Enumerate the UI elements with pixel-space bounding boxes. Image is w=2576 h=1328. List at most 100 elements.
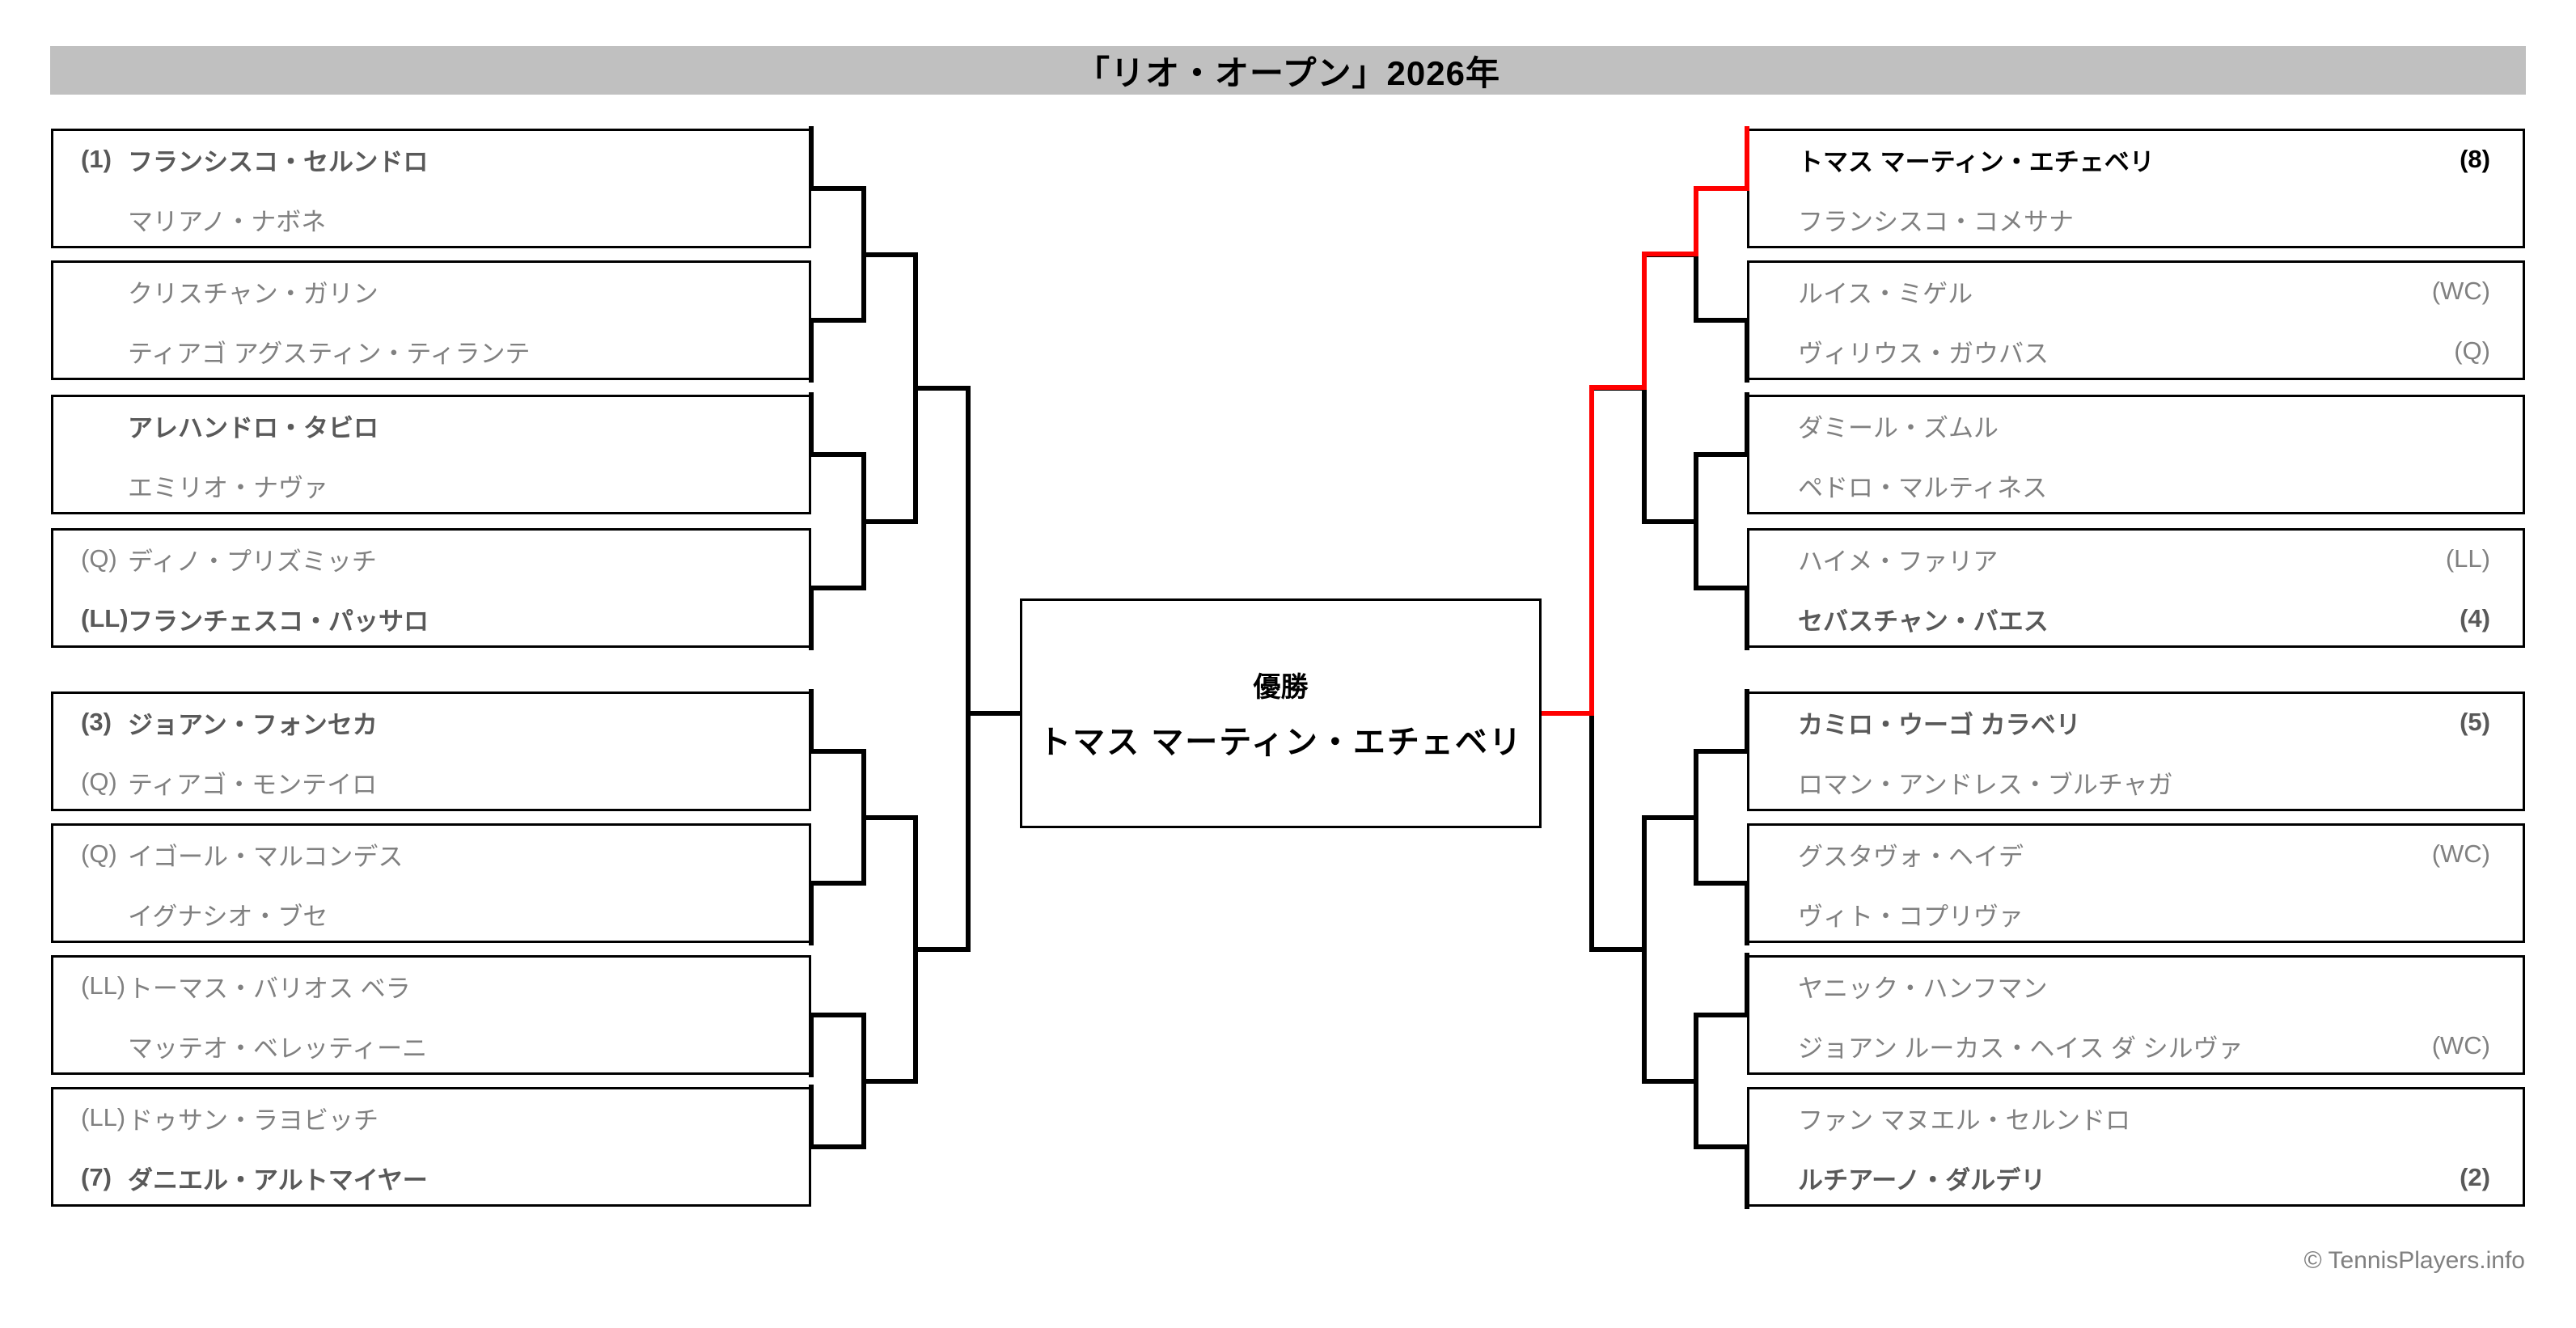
match-box: アレハンドロ・タビロエミリオ・ナヴァ xyxy=(51,395,811,514)
player-row: グスタヴォ・ヘイデ (WC) xyxy=(1749,835,2523,873)
player-name: ディノ・プリズミッチ xyxy=(128,547,377,576)
player-row: マッテオ・ベレッティーニ xyxy=(53,1027,809,1064)
seed-suffix: (LL) xyxy=(2445,544,2490,573)
player-row: ティアゴ アグスティン・ティランテ xyxy=(53,332,809,370)
player-row: マリアノ・ナボネ xyxy=(53,201,809,238)
player-name: ペドロ・マルティネス xyxy=(1798,473,2048,502)
match-box: (Q)イゴール・マルコンデスイグナシオ・ブセ xyxy=(51,823,811,943)
player-name: ヴィリウス・ガウバス xyxy=(1798,339,2049,368)
copyright-footer: © TennisPlayers.info xyxy=(2303,1247,2525,1274)
player-name: ジョアン・フォンセカ xyxy=(128,710,378,739)
bracket-line xyxy=(809,186,866,191)
champion-box: 優勝 トマス マーティン・エチェベリ xyxy=(1020,598,1542,828)
bracket-line xyxy=(1694,452,1749,457)
player-name: フランシスコ・コメサナ xyxy=(1798,207,2074,236)
player-row: (3) ジョアン・フォンセカ xyxy=(53,704,809,741)
player-row: ロマン・アンドレス・ブルチャガ xyxy=(1749,763,2523,801)
seed-suffix: (5) xyxy=(2460,708,2490,736)
match-box: トマス マーティン・エチェベリ(8) フランシスコ・コメサナ xyxy=(1747,129,2525,248)
bracket-line xyxy=(809,689,814,754)
match-box: ハイメ・ファリア (LL) セバスチャン・バエス(4) xyxy=(1747,528,2525,648)
bracket-line xyxy=(913,947,971,952)
bracket-line xyxy=(1745,689,1749,754)
player-row: トマス マーティン・エチェベリ(8) xyxy=(1749,141,2523,178)
player-row: (Q)ディノ・プリズミッチ xyxy=(53,540,809,577)
player-row: (1)フランシスコ・セルンドロ xyxy=(53,141,809,178)
winner-path-line xyxy=(1642,252,1698,256)
bracket-line xyxy=(809,392,814,457)
tournament-title-bar: 「リオ・オープン」2026年 xyxy=(50,46,2526,95)
bracket-line xyxy=(1589,947,1647,952)
seed-prefix: (LL) xyxy=(81,971,126,1000)
bracket-line xyxy=(966,711,1022,716)
match-box: ダミール・ズムルペドロ・マルティネス xyxy=(1747,395,2525,514)
player-name: フランチェスコ・パッサロ xyxy=(128,607,429,636)
winner-path-line xyxy=(1694,186,1698,256)
bracket-line xyxy=(809,1013,814,1077)
player-name: ロマン・アンドレス・ブルチャガ xyxy=(1798,770,2173,799)
player-row: ヴィト・コプリヴァ xyxy=(1749,895,2523,933)
bracket-line xyxy=(809,452,866,457)
player-name: ティアゴ アグスティン・ティランテ xyxy=(128,339,531,368)
player-row: アレハンドロ・タビロ xyxy=(53,407,809,444)
player-name: イグナシオ・ブセ xyxy=(128,902,328,931)
player-name: ルチアーノ・ダルデリ xyxy=(1798,1165,2046,1195)
seed-suffix: (WC) xyxy=(2431,1031,2490,1059)
bracket-line xyxy=(809,1144,866,1149)
seed-prefix: (3) xyxy=(81,708,112,736)
winner-path-line xyxy=(1642,252,1647,390)
player-name: ダミール・ズムル xyxy=(1798,413,1999,442)
bracket-line xyxy=(809,749,866,754)
match-box: (Q)ディノ・プリズミッチ(LL)フランチェスコ・パッサロ xyxy=(51,528,811,648)
bracket-line xyxy=(1745,881,1749,945)
seed-suffix: (4) xyxy=(2460,604,2490,632)
winner-path-line xyxy=(1589,385,1647,390)
player-row: エミリオ・ナヴァ xyxy=(53,467,809,504)
player-name: ジョアン ルーカス・ヘイス ダ シルヴァ xyxy=(1798,1034,2244,1063)
bracket-line xyxy=(1745,586,1749,650)
bracket-line xyxy=(1745,318,1749,383)
bracket-line xyxy=(809,881,866,886)
winner-path-line xyxy=(1539,711,1594,716)
player-name: ハイメ・ファリア xyxy=(1798,547,1999,576)
match-box: (1)フランシスコ・セルンドロマリアノ・ナボネ xyxy=(51,129,811,248)
bracket-line xyxy=(809,1013,866,1017)
bracket-line xyxy=(1745,953,1749,1017)
match-box: (3) ジョアン・フォンセカ (Q)ティアゴ・モンテイロ xyxy=(51,691,811,811)
bracket-line xyxy=(809,586,866,590)
player-row: ファン マヌエル・セルンドロ xyxy=(1749,1099,2523,1136)
player-row: (Q)ティアゴ・モンテイロ xyxy=(53,763,809,801)
player-row: (7)ダニエル・アルトマイヤー xyxy=(53,1159,809,1196)
bracket-line xyxy=(1694,318,1749,323)
player-name: ドゥサン・ラヨビッチ xyxy=(128,1106,379,1135)
player-name: マリアノ・ナボネ xyxy=(128,207,327,236)
player-name: フランシスコ・セルンドロ xyxy=(128,147,429,176)
bracket-line xyxy=(861,815,918,820)
seed-suffix: (WC) xyxy=(2431,840,2490,868)
player-name: ティアゴ・モンテイロ xyxy=(128,770,378,799)
bracket-line xyxy=(1694,586,1749,590)
player-name: ヴィト・コプリヴァ xyxy=(1798,902,2024,931)
player-row: クリスチャン・ガリン xyxy=(53,273,809,310)
match-box: ヤニック・ハンフマンジョアン ルーカス・ヘイス ダ シルヴァ(WC) xyxy=(1747,955,2525,1075)
bracket-line xyxy=(861,252,918,257)
bracket-line xyxy=(809,586,814,650)
seed-prefix: (Q) xyxy=(81,840,117,868)
player-row: ルチアーノ・ダルデリ(2) xyxy=(1749,1159,2523,1196)
player-row: (LL)ドゥサン・ラヨビッチ xyxy=(53,1099,809,1136)
bracket-line xyxy=(1694,1013,1749,1017)
bracket-line xyxy=(1694,881,1749,886)
bracket-line xyxy=(809,318,866,323)
player-row: セバスチャン・バエス(4) xyxy=(1749,600,2523,637)
seed-prefix: (7) xyxy=(81,1163,112,1191)
player-name: トマス マーティン・エチェベリ xyxy=(1798,147,2155,176)
player-row: (LL)トーマス・バリオス ベラ xyxy=(53,967,809,1004)
player-row: カミロ・ウーゴ カラベリ(5) xyxy=(1749,704,2523,741)
champion-label: 優勝 xyxy=(1253,671,1309,703)
bracket-line xyxy=(1642,519,1698,524)
match-box: (LL)ドゥサン・ラヨビッチ (7)ダニエル・アルトマイヤー xyxy=(51,1087,811,1207)
player-name: トーマス・バリオス ベラ xyxy=(128,974,411,1003)
champion-name: トマス マーティン・エチェベリ xyxy=(1038,724,1523,760)
winner-path-line xyxy=(1745,126,1749,191)
player-name: グスタヴォ・ヘイデ xyxy=(1798,842,2024,871)
